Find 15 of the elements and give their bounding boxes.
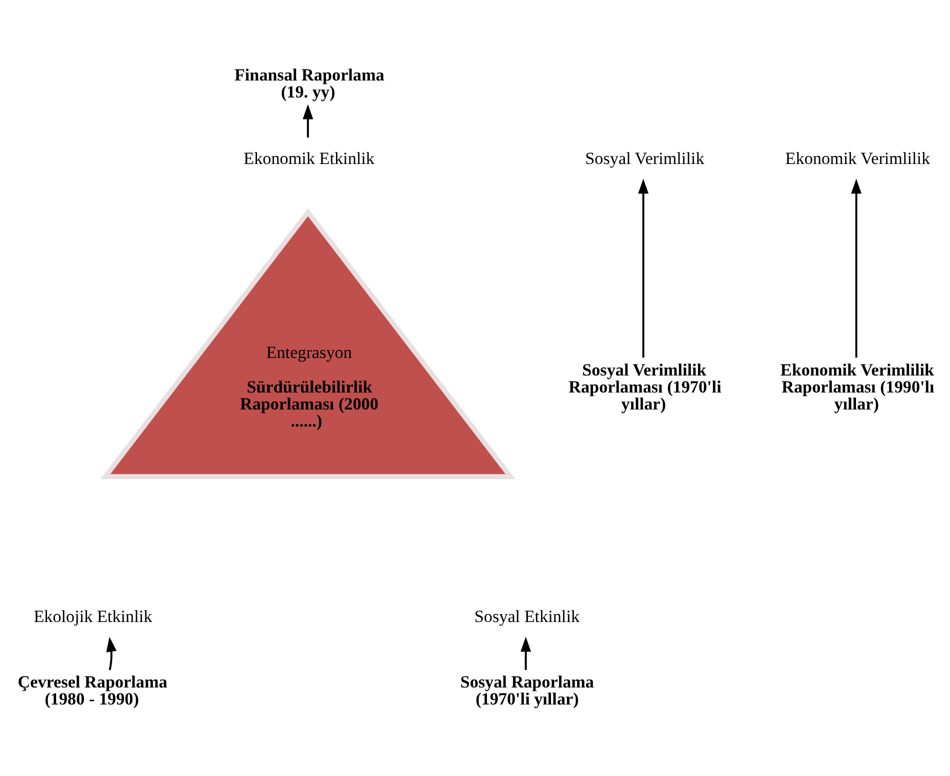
node-text: Sosyal Raporlama (1970'li yıllar): [460, 672, 594, 708]
node-text: Sosyal Verimlilik Raporlaması (1970'li yıllar): [568, 360, 722, 414]
node-text: Ekonomik Verimlilik Raporlaması (1990'lı yıllar): [780, 360, 934, 414]
node-text: Ekolojik Etkinlik: [34, 606, 152, 626]
arrow: [302, 104, 314, 137]
node-text: Sosyal Etkinlik: [474, 606, 580, 626]
node-text: Sosyal Verimlilik: [585, 148, 704, 168]
node-text: Ekonomik Verimlilik: [785, 148, 930, 168]
node-text: Finansal Raporlama (19. yy): [234, 64, 384, 101]
node-text: Çevresel Raporlama (1980 - 1990): [18, 672, 168, 708]
arrow: [520, 636, 532, 670]
arrow: [106, 636, 117, 670]
node-text: Ekonomik Etkinlik: [244, 148, 374, 168]
arrow: [851, 178, 862, 358]
arrow: [638, 178, 649, 358]
